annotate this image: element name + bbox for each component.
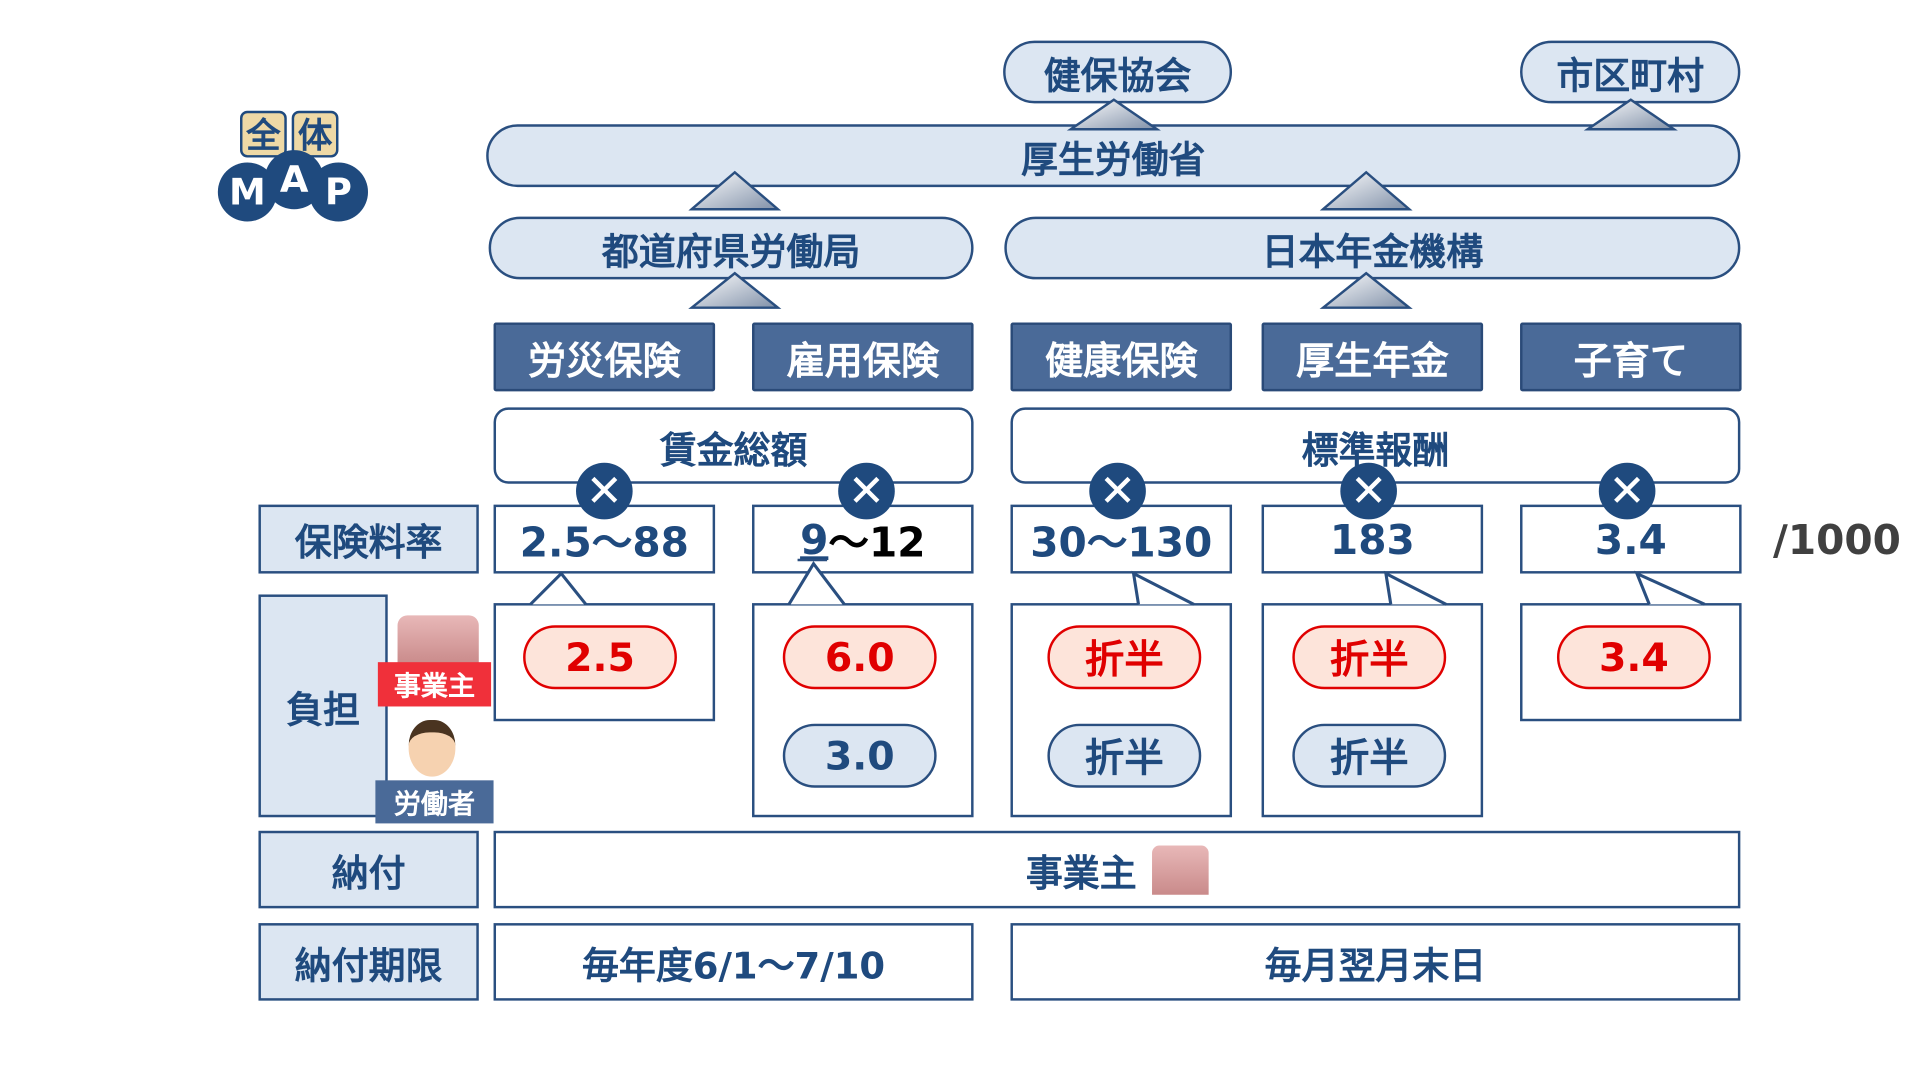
header-koyo: 雇用保険: [752, 322, 974, 392]
employer-share-kosei-nenkin: 折半: [1292, 625, 1447, 690]
worker-tag: 労働者: [375, 780, 494, 824]
callout-tail: [529, 571, 588, 606]
callout-tail: [1634, 570, 1706, 606]
multiply-icon: ✕: [1340, 462, 1397, 520]
multiply-icon: ✕: [1598, 462, 1656, 520]
callout-tail: [1131, 570, 1195, 606]
arrow-triangle-icon: [1583, 98, 1678, 131]
deadline-row-label: 納付期限: [258, 923, 479, 1001]
arrow-triangle-icon: [688, 170, 782, 211]
employer-share-rosai: 2.5: [523, 625, 677, 690]
deadline-labor: 毎年度6/1〜7/10: [493, 923, 974, 1001]
employer-share-kenko: 折半: [1047, 625, 1202, 690]
header-kenko: 健康保険: [1010, 322, 1233, 392]
pension-service-node: 日本年金機構: [1004, 216, 1741, 280]
worker-face-icon: [408, 720, 456, 777]
multiply-icon: ✕: [838, 462, 895, 520]
header-rosai: 労災保険: [493, 322, 716, 392]
logo-char: 体: [291, 110, 339, 158]
header-kosodate: 子育て: [1520, 322, 1742, 392]
employer-share-koyo: 6.0: [782, 625, 937, 690]
logo-char: 全: [240, 110, 287, 158]
arrow-triangle-icon: [688, 271, 782, 309]
building-icon: [1151, 844, 1209, 895]
arrow-triangle-icon: [1319, 271, 1413, 309]
arrow-triangle-icon: [1066, 98, 1161, 131]
base-wage-total: 賃金総額: [493, 407, 974, 484]
labor-bureau-node: 都道府県労働局: [488, 216, 974, 280]
worker-share-koyo: 3.0: [782, 723, 937, 788]
multiply-icon: ✕: [1089, 462, 1146, 520]
building-icon: [397, 615, 479, 665]
payment-row-label: 納付: [258, 830, 479, 909]
payment-payer-text: 事業主: [1025, 852, 1137, 896]
employer-share-kosodate: 3.4: [1556, 625, 1711, 690]
callout-tail: [1383, 570, 1447, 606]
rate-row-label: 保険料率: [258, 504, 479, 574]
payment-payer: 事業主: [493, 830, 1741, 909]
callout-tail: [787, 560, 846, 606]
logo-letter: P: [308, 162, 369, 222]
zentai-map-logo: 全 体 M A P: [215, 110, 369, 224]
worker-share-kenko: 折半: [1047, 723, 1202, 788]
rate-unit: /1000: [1773, 515, 1901, 564]
header-kosei-nenkin: 厚生年金: [1261, 322, 1484, 392]
rate-kenko: 30〜130: [1010, 504, 1233, 574]
multiply-icon: ✕: [576, 462, 633, 520]
deadline-social: 毎月翌月末日: [1010, 923, 1741, 1001]
arrow-triangle-icon: [1319, 170, 1413, 211]
rate-koyo-range: 〜12: [828, 518, 926, 567]
employer-tag: 事業主: [377, 662, 492, 707]
worker-share-kosei-nenkin: 折半: [1292, 723, 1447, 788]
municipality-node: 市区町村: [1520, 40, 1741, 104]
rate-koyo-prefix: 9: [800, 515, 829, 564]
